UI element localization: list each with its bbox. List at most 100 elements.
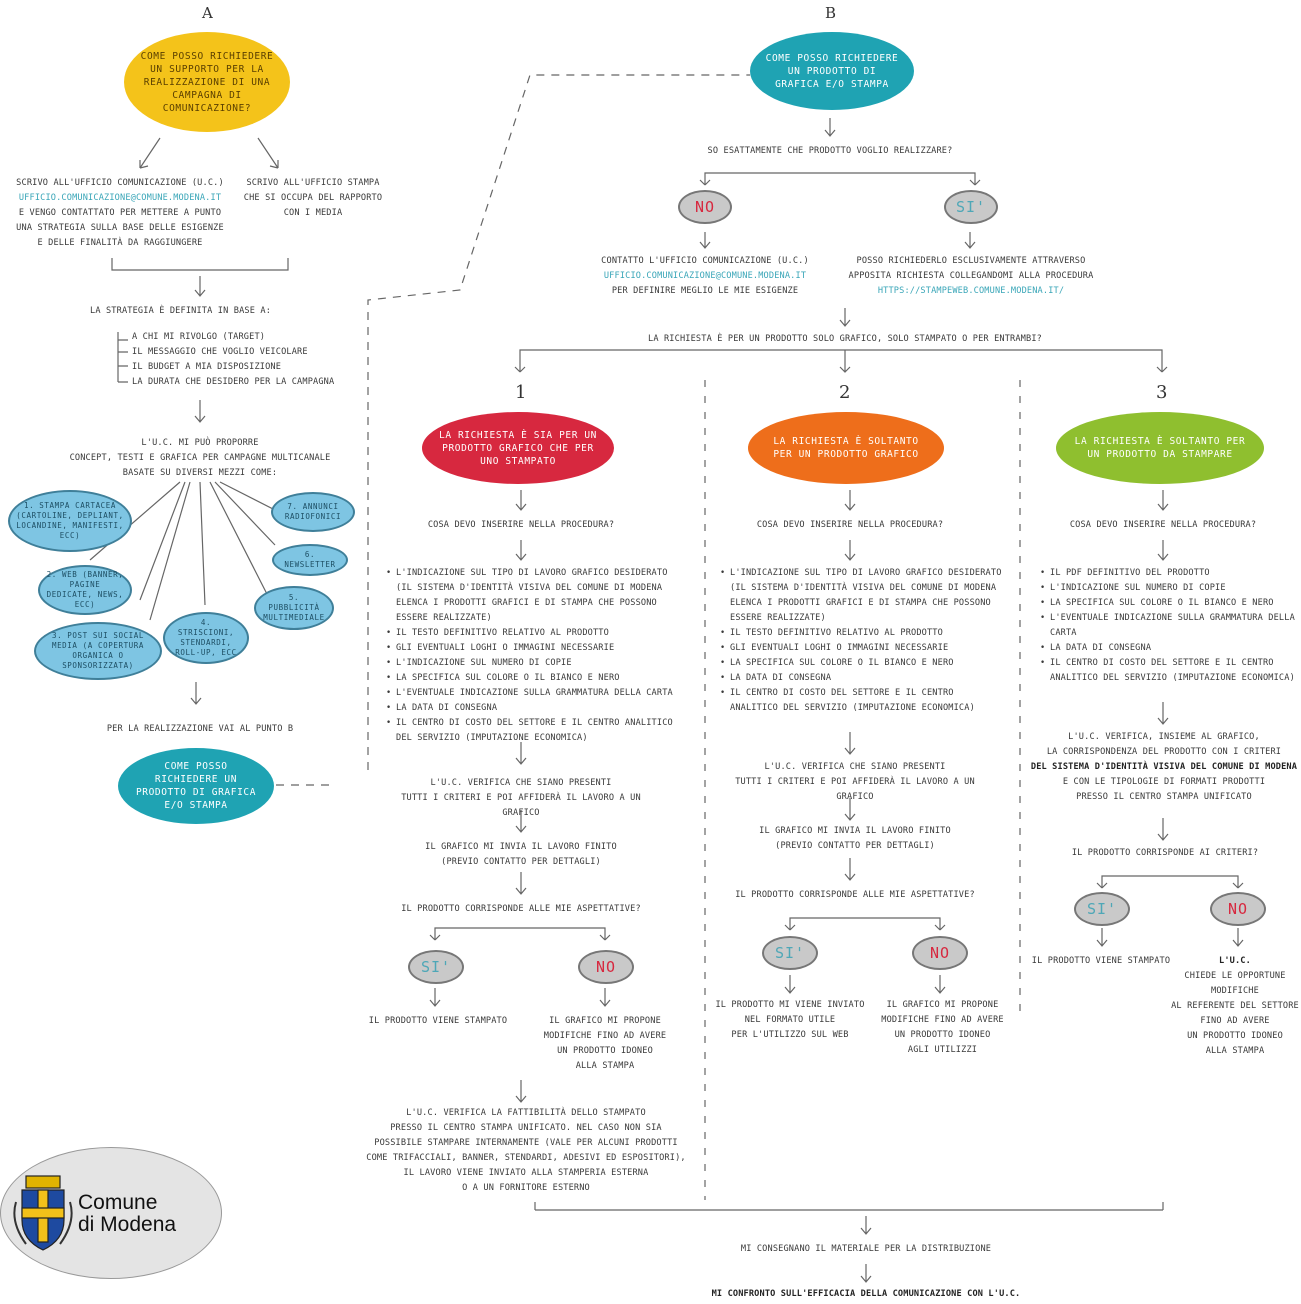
col1-final-line: o a un fornitore esterno — [462, 1183, 590, 1193]
media-banners-oval: 4. Striscioni, stendardi, roll-up, ecc — [163, 612, 249, 664]
section-b-question: So esattamente che prodotto voglio reali… — [707, 146, 953, 156]
col1-final: L'U.C. verifica la fattibilità dello sta… — [356, 1106, 696, 1196]
col3-no-line: alla stampa — [1205, 1046, 1265, 1056]
col1-item: L'indicazione sul tipo di lavoro grafico… — [386, 566, 688, 626]
col1-oval: La richiesta è sia per un prodotto grafi… — [422, 412, 614, 484]
col3-check: Il prodotto corrisponde ai criteri? — [1071, 848, 1259, 858]
col1-no-line: Il grafico mi propone — [549, 1016, 661, 1026]
col1-item: La specifica sul colore o il bianco e ne… — [386, 671, 688, 686]
col1-check: Il prodotto corrisponde alle mie aspetta… — [401, 904, 641, 914]
col2-verify: L'U.C. verifica che siano presenti tutti… — [720, 760, 990, 805]
col1-final-line: possibile stampare internamente (vale pe… — [374, 1138, 678, 1148]
strategy-item: a chi mi rivolgo (target) — [132, 332, 266, 342]
col1-verify: L'U.C. verifica che siano presenti tutti… — [386, 776, 656, 821]
col3-si-oval: SI' — [1074, 892, 1130, 926]
col1-si-result: Il prodotto viene stampato — [368, 1016, 508, 1026]
right-branch-line1: Scrivo all'Ufficio Stampa — [246, 178, 380, 188]
section-a-end-oval[interactable]: Come posso richiedere un prodotto di gra… — [118, 748, 274, 824]
col2-item: La specifica sul colore o il bianco e ne… — [720, 656, 1004, 671]
media-web-oval: 2. Web (banner, pagine dedicate, news, e… — [38, 565, 132, 615]
col3-item: L'eventuale indicazione sulla grammatura… — [1040, 611, 1298, 641]
b-no-line1: Contatto l'Ufficio Comunicazione (U.C.) — [601, 256, 809, 266]
col2-item: Il centro di costo del settore e il cent… — [720, 686, 1004, 716]
col3-verify-line: L'U.C. verifica, insieme al grafico, — [1068, 732, 1260, 742]
col2-item: Gli eventuali loghi o immagini necessari… — [720, 641, 1004, 656]
col1-final-line: L'U.C. verifica la fattibilità dello sta… — [406, 1108, 646, 1118]
col2-si-result: Il prodotto mi viene inviato nel formato… — [710, 998, 870, 1043]
col2-items: L'indicazione sul tipo di lavoro grafico… — [720, 566, 1004, 716]
uc-proposal: L'U.C. mi può proporre concept, testi e … — [40, 436, 360, 481]
col3-no-line: L'U.C. — [1219, 956, 1251, 966]
media-radio-oval: 7. Annunci radiofonici — [271, 492, 355, 532]
strategy-list: a chi mi rivolgo (target) il messaggio c… — [132, 330, 334, 390]
b-si-oval: SI' — [944, 190, 998, 224]
col3-verify-line: presso il Centro Stampa Unificato — [1076, 792, 1252, 802]
section-b-start-oval: Come posso richiedere un prodotto di gra… — [750, 32, 914, 110]
proposal-line2: concept, testi e grafica per campagne mu… — [69, 453, 331, 463]
stampeweb-link[interactable]: https://stampeweb.comune.modena.it/ — [877, 286, 1065, 296]
col1-question: Cosa devo inserire nella procedura? — [427, 520, 615, 530]
col3-no-line: chiede le opportune — [1184, 971, 1286, 981]
col1-verify-line2: tutti i criteri e poi affiderà il lavoro… — [401, 793, 641, 818]
b-uc-email-link[interactable]: ufficio.comunicazione@comune.modena.it — [603, 271, 807, 281]
proposal-line3: basate su diversi mezzi come: — [122, 468, 278, 478]
col3-no-line: un prodotto idoneo — [1187, 1031, 1283, 1041]
b-si-line2: apposita richiesta collegandomi alla pro… — [848, 271, 1094, 281]
col3-no-line: modifiche — [1211, 986, 1259, 996]
media-multimedia-oval: 5. Pubblicità multimediale — [254, 586, 334, 630]
column-number-3: 3 — [1156, 382, 1168, 403]
col3-verify-line: del sistema d'identità visiva del Comune… — [1030, 762, 1298, 772]
col3-item: La data di consegna — [1040, 641, 1298, 656]
uc-email-link[interactable]: ufficio.comunicazione@comune.modena.it — [18, 193, 222, 203]
request-question: La richiesta è per un prodotto solo graf… — [648, 334, 1042, 344]
col2-no-line: un prodotto idoneo — [894, 1030, 991, 1040]
col2-si-line: nel formato utile — [744, 1015, 836, 1025]
media-newsletter-oval: 6. Newsletter — [272, 544, 348, 576]
b-si-text: Posso richiederlo esclusivamente attrave… — [836, 254, 1106, 299]
col3-no-result: L'U.C. chiede le opportune modifiche al … — [1170, 954, 1300, 1059]
col3-items: Il pdf definitivo del prodotto L'indicaz… — [1040, 566, 1298, 686]
logo-line1: Comune — [78, 1191, 158, 1214]
media-print-oval: 1. Stampa cartacea (cartoline, depliant,… — [8, 490, 132, 552]
col2-verify-line2: tutti i criteri e poi affiderà il lavoro… — [735, 777, 975, 802]
col1-no-line: alla stampa — [575, 1061, 635, 1071]
col3-question: Cosa devo inserire nella procedura? — [1069, 520, 1257, 530]
col2-item: La data di consegna — [720, 671, 1004, 686]
col3-no-oval: NO — [1210, 892, 1266, 926]
right-branch-line2: che si occupa del rapporto — [243, 193, 383, 203]
b-no-text: Contatto l'Ufficio Comunicazione (U.C.) … — [560, 254, 850, 299]
proposal-line1: L'U.C. mi può proporre — [141, 438, 259, 448]
col1-verify-line1: L'U.C. verifica che siano presenti — [430, 778, 612, 788]
col1-item: La data di consegna — [386, 701, 688, 716]
column-number-1: 1 — [515, 382, 527, 403]
col2-si-line: per l'utilizzo sul web — [731, 1030, 849, 1040]
col1-graphic-line2: (previo contatto per dettagli) — [441, 857, 601, 867]
col2-no-oval: NO — [912, 936, 968, 970]
col1-no-result: Il grafico mi propone modifiche fino ad … — [530, 1014, 680, 1074]
col3-item: Il centro di costo del settore e il cent… — [1040, 656, 1298, 686]
media-social-oval: 3. Post sui social media (a copertura or… — [34, 622, 162, 680]
col2-si-oval: SI' — [762, 936, 818, 970]
col1-items: L'indicazione sul tipo di lavoro grafico… — [386, 566, 688, 746]
col2-graphic-line2: (previo contatto per dettagli) — [775, 841, 935, 851]
col2-item: Il testo definitivo relativo al prodotto — [720, 626, 1004, 641]
left-branch-line4: una strategia sulla base delle esigenze — [16, 223, 224, 233]
col1-item: L'indicazione sul numero di copie — [386, 656, 688, 671]
logo-text: Comune di Modena — [78, 1192, 176, 1236]
section-a-start-oval: Come posso richiedere un supporto per la… — [124, 32, 290, 132]
left-branch-line3: e vengo contattato per mettere a punto — [18, 208, 222, 218]
col1-si-oval: SI' — [408, 950, 464, 984]
col2-si-line: Il prodotto mi viene inviato — [715, 1000, 865, 1010]
strategy-item: la durata che desidero per la campagna — [132, 377, 335, 387]
coat-of-arms-icon — [13, 1175, 73, 1251]
section-b-letter: B — [825, 4, 837, 22]
col3-item: Il pdf definitivo del prodotto — [1040, 566, 1298, 581]
col2-question: Cosa devo inserire nella procedura? — [756, 520, 944, 530]
logo-line2: di Modena — [78, 1213, 177, 1236]
col2-no-line: modifiche fino ad avere — [881, 1015, 1004, 1025]
left-branch-line1: Scrivo all'Ufficio Comunicazione (U.C.) — [16, 178, 224, 188]
b-no-line3: per definire meglio le mie esigenze — [611, 286, 799, 296]
section-a-letter: A — [202, 4, 213, 22]
col2-graphic-line1: Il grafico mi invia il lavoro finito — [759, 826, 951, 836]
col1-graphic: Il grafico mi invia il lavoro finito (pr… — [396, 840, 646, 870]
